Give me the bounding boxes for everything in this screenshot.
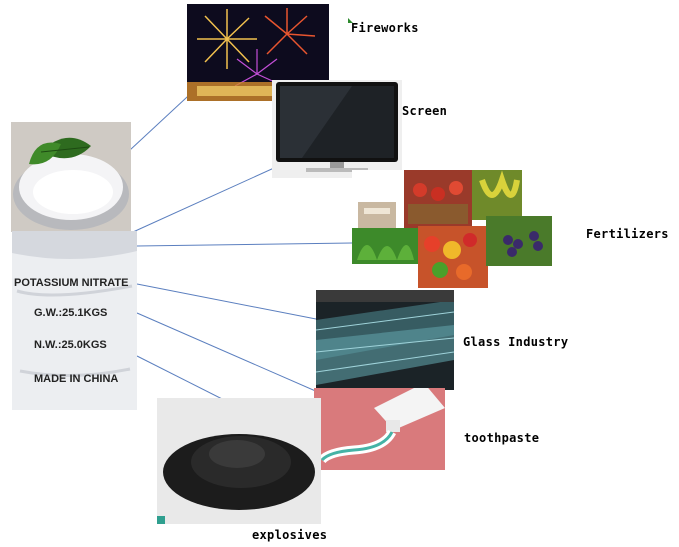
label-explosives: explosives — [252, 528, 328, 542]
fertilizers-collage-image — [352, 170, 552, 288]
connector-toothpaste — [136, 312, 344, 404]
toothpaste-image — [314, 388, 445, 470]
bag-text-origin: MADE IN CHINA — [34, 373, 119, 385]
potassium-nitrate-powder-image — [11, 122, 131, 232]
bag-text-gross-weight: G.W.:25.1KGS — [34, 307, 108, 319]
potassium-nitrate-bag-image: POTASSIUM NITRATE G.W.:25.1KGS N.W.:25.0… — [12, 231, 137, 410]
fireworks-marker-icon — [348, 18, 353, 23]
label-fireworks: Fireworks — [351, 21, 419, 35]
screen-image — [272, 80, 402, 178]
connector-glass — [136, 283, 317, 320]
label-fertilizers: Fertilizers — [586, 227, 669, 241]
label-glass-industry: Glass Industry — [463, 335, 569, 349]
bag-text-net-weight: N.W.:25.0KGS — [34, 339, 107, 351]
bag-text-title: POTASSIUM NITRATE — [14, 277, 129, 289]
label-toothpaste: toothpaste — [464, 431, 540, 445]
glass-industry-image — [316, 290, 454, 390]
connector-fertilizers — [136, 242, 353, 247]
explosives-image — [157, 398, 321, 524]
connector-screen — [132, 157, 297, 233]
label-screen: Screen — [402, 104, 448, 118]
